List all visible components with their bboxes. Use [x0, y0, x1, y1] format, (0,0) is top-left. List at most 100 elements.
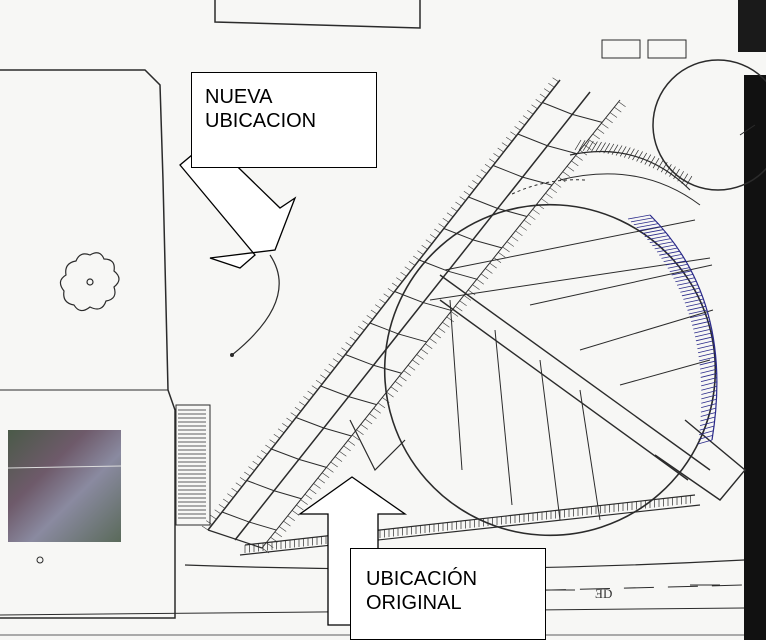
hatch-line	[231, 487, 238, 493]
hatch-line	[636, 151, 643, 162]
diagonal-walkway	[207, 79, 621, 549]
callout-original-location: UBICACIÓN ORIGINAL	[350, 548, 546, 640]
hatch-line	[273, 490, 302, 500]
hatch-line	[587, 140, 594, 152]
callout-orig-line2: ORIGINAL	[366, 592, 462, 614]
road-center-dashes	[545, 584, 720, 591]
walkway-hatch	[201, 77, 626, 554]
hatch-line	[315, 379, 323, 385]
hatch-line	[552, 77, 559, 83]
hatch-line	[283, 520, 291, 527]
hatch-line	[271, 448, 300, 460]
hatch-line	[700, 377, 717, 383]
hatch-line	[506, 241, 515, 247]
hatch-line	[547, 145, 578, 155]
hatch-line	[421, 244, 428, 250]
hatch-line	[201, 525, 209, 531]
hatch-line	[656, 159, 664, 171]
hatch-line	[532, 209, 540, 215]
hatch-line	[446, 316, 454, 323]
hatch-line	[489, 262, 497, 269]
hatch-line	[248, 466, 255, 471]
hatch-line	[518, 120, 525, 126]
hatch-line	[269, 439, 276, 444]
hatch-line	[627, 214, 651, 220]
hatch-line	[652, 158, 660, 169]
hatch-line	[644, 154, 652, 165]
hatch-line	[502, 246, 510, 253]
hatch-line	[352, 434, 360, 441]
hatch-line	[459, 300, 467, 306]
hatch-line	[531, 104, 538, 110]
hatch-line	[437, 327, 446, 333]
hatch-line	[443, 228, 474, 241]
hatch-line	[689, 313, 709, 319]
left-block-outline	[0, 69, 176, 619]
hatch-line	[699, 430, 714, 436]
hatch-line	[307, 390, 314, 396]
hatch-line	[693, 324, 711, 330]
hatch-line	[615, 145, 623, 156]
hatch-line	[476, 278, 484, 285]
hatch-line	[630, 217, 653, 223]
hatch-line	[644, 232, 666, 237]
top-building-outline	[214, 0, 421, 29]
hatch-line	[548, 82, 555, 88]
hatch-line	[603, 143, 611, 154]
hatch-line	[493, 153, 500, 158]
hatch-line	[665, 164, 672, 175]
hatch-line	[345, 342, 352, 347]
blue-hatch-arc	[627, 214, 718, 445]
hatch-line	[353, 331, 361, 336]
hatch-line	[489, 158, 496, 164]
hatch-line	[383, 293, 390, 299]
hatch-line	[652, 241, 674, 247]
hatch-line	[403, 370, 411, 376]
hatch-line	[246, 480, 275, 492]
hatch-line	[632, 149, 639, 161]
circular-plaza	[383, 179, 717, 537]
hatch-line	[395, 381, 403, 387]
hatch-line	[659, 250, 680, 256]
hatch-line	[345, 354, 374, 366]
hatch-line	[676, 280, 697, 286]
hatch-line	[614, 106, 622, 113]
road-label: ƎD	[595, 586, 613, 601]
hatch-line	[673, 273, 694, 279]
hatch-line	[601, 123, 609, 129]
hatch-line	[362, 320, 369, 326]
hatch-line	[575, 155, 583, 161]
hatch-line	[407, 364, 416, 371]
hatch-line	[420, 348, 429, 355]
arrow-new-location	[179, 139, 297, 269]
hatch-line	[347, 440, 356, 446]
hatch-line	[687, 305, 706, 311]
top-stair-boxes	[601, 39, 687, 59]
hatch-line	[309, 488, 317, 495]
hatch-line	[311, 385, 318, 390]
hatch-line	[304, 493, 313, 500]
hatch-line	[290, 412, 297, 417]
hatch-line	[324, 369, 331, 374]
hatch-line	[370, 309, 378, 315]
hatch-line	[360, 424, 368, 430]
hatch-line	[619, 146, 627, 157]
hatch-line	[685, 175, 693, 187]
hatch-line	[313, 483, 321, 489]
hatch-line	[433, 332, 442, 339]
hatch-line	[425, 343, 433, 349]
hatch-line	[523, 219, 532, 226]
hatch-line	[623, 147, 631, 158]
hatch-line	[438, 223, 445, 228]
hatch-line	[451, 207, 458, 212]
hatch-line	[701, 381, 717, 387]
hatch-line	[497, 147, 504, 153]
hatch-line	[543, 88, 551, 93]
callout-new-line2: UBICACION	[205, 110, 317, 132]
hatch-line	[394, 291, 424, 304]
hatch-line	[417, 250, 424, 255]
hatch-line	[206, 520, 213, 525]
hatch-line	[697, 348, 715, 354]
hatch-line	[218, 504, 226, 509]
hatch-line	[492, 165, 523, 178]
